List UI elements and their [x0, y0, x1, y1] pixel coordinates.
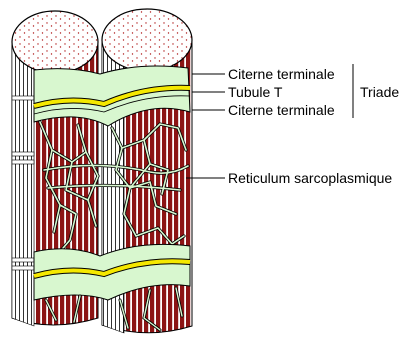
- label-reticulum-sarcoplasmique: Reticulum sarcoplasmique: [228, 170, 392, 186]
- label-citerne-terminale-bottom: Citerne terminale: [228, 102, 335, 118]
- label-triade: Triade: [360, 84, 399, 100]
- label-citerne-terminale-top: Citerne terminale: [228, 66, 335, 82]
- fiber-left-top-cap: [12, 11, 98, 73]
- fiber-right-top-cap: [102, 9, 192, 71]
- label-tubule-t: Tubule T: [228, 84, 283, 100]
